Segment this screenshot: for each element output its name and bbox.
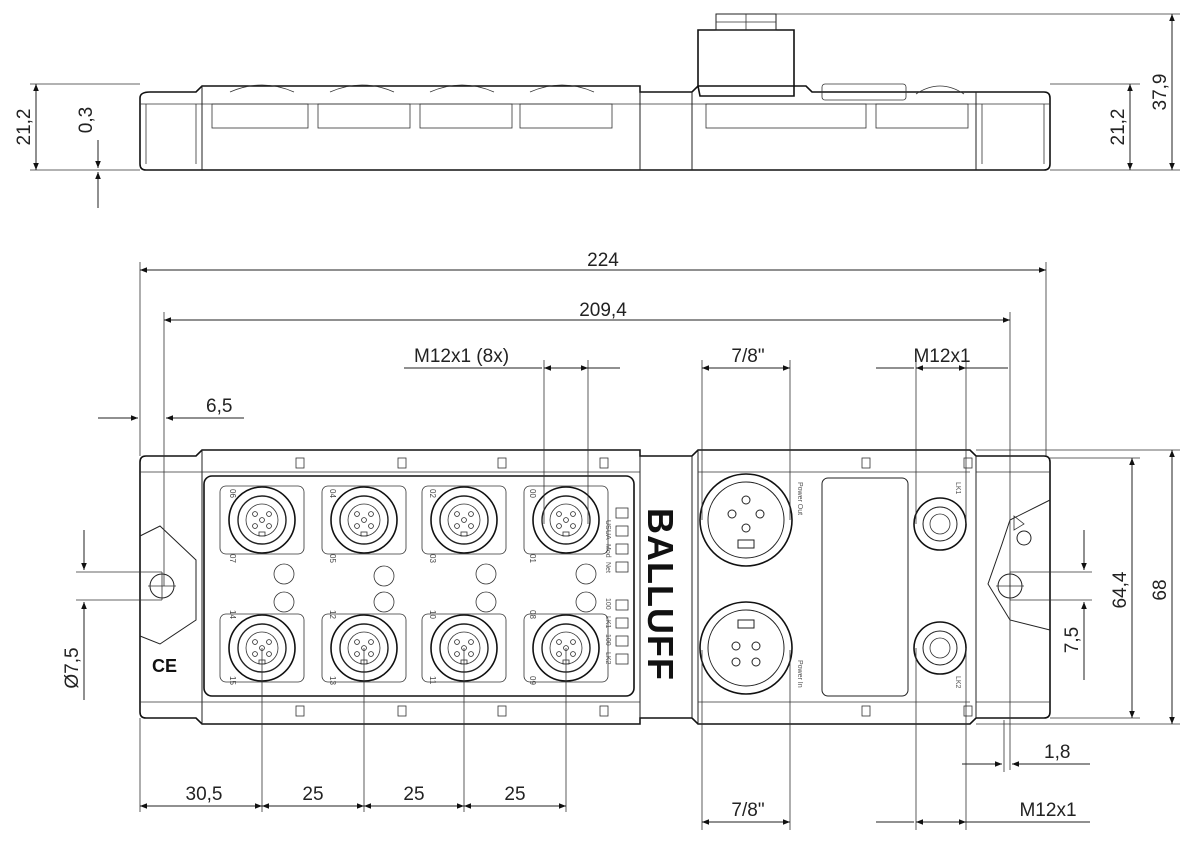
front-dimensions: 224 209,4 M12x1 (8x) 7/8" M12x1 6,5 bbox=[62, 250, 1180, 830]
m12-socket-04 bbox=[321, 485, 407, 555]
dim-side-offset: 0,3 bbox=[76, 107, 97, 133]
port-label-14: 14 bbox=[228, 610, 237, 619]
dim-side-height-right: 21,2 bbox=[1108, 109, 1129, 146]
dim-pitch-3: 25 bbox=[504, 784, 525, 805]
dim-m12-8x: M12x1 (8x) bbox=[414, 346, 509, 367]
led-label-4: 100 bbox=[604, 598, 611, 610]
dim-overall-height: 68 bbox=[1150, 579, 1171, 600]
dim-side-total-height: 37,9 bbox=[1150, 74, 1171, 111]
dim-overall-length: 224 bbox=[587, 250, 619, 271]
led-indicators bbox=[615, 507, 629, 665]
port-label-05: 05 bbox=[328, 554, 337, 563]
dim-power-out-size: 7/8" bbox=[731, 346, 764, 367]
power-in-label: Power In bbox=[796, 660, 803, 688]
port-label-06: 06 bbox=[228, 489, 237, 498]
dim-hole-offset: 7,5 bbox=[1062, 627, 1083, 653]
dim-hole-diameter: Ø7,5 bbox=[62, 647, 83, 688]
led-label-3: Net bbox=[604, 562, 611, 573]
m12-ports bbox=[219, 485, 609, 683]
dim-m12-top: M12x1 bbox=[913, 346, 970, 367]
dim-power-in-size: 7/8" bbox=[731, 800, 764, 821]
led-label-7: LK2 bbox=[604, 652, 611, 665]
dim-pitch-2: 25 bbox=[403, 784, 424, 805]
led-label-6: 100 bbox=[604, 634, 611, 646]
m12-socket-02 bbox=[421, 485, 507, 555]
lk1-label: LK1 bbox=[954, 482, 961, 495]
port-label-13: 13 bbox=[328, 676, 337, 685]
power-out-label: Power Out bbox=[796, 482, 803, 515]
side-dimensions: 21,2 0,3 21,2 37,9 bbox=[14, 13, 1180, 208]
led-label-5: LK1 bbox=[604, 616, 611, 629]
port-label-10: 10 bbox=[428, 610, 437, 619]
led-label-0: US bbox=[604, 520, 611, 530]
port-label-15: 15 bbox=[228, 676, 237, 685]
port-label-08: 08 bbox=[528, 610, 537, 619]
dim-edge-offset: 6,5 bbox=[206, 396, 232, 417]
port-labels: 06 07 04 05 02 03 00 01 14 15 12 13 10 1… bbox=[228, 489, 537, 685]
ce-mark: CE bbox=[152, 656, 177, 676]
side-view bbox=[139, 13, 1051, 171]
m12-socket-00 bbox=[523, 485, 609, 555]
port-label-07: 07 bbox=[228, 554, 237, 563]
rotate-arrow-icons bbox=[273, 563, 597, 613]
port-label-11: 11 bbox=[428, 676, 437, 685]
port-label-01: 01 bbox=[528, 554, 537, 563]
front-view: CE US UA Mod Net 100 LK1 100 LK2 BALLUFF bbox=[139, 449, 1051, 725]
dim-side-height-left: 21,2 bbox=[14, 109, 35, 146]
port-label-02: 02 bbox=[428, 489, 437, 498]
port-label-00: 00 bbox=[528, 489, 537, 498]
port-label-09: 09 bbox=[528, 676, 537, 685]
led-label-1: UA bbox=[604, 530, 611, 540]
dim-pitch-1: 25 bbox=[302, 784, 323, 805]
port-label-04: 04 bbox=[328, 489, 337, 498]
port-label-12: 12 bbox=[328, 610, 337, 619]
dim-flange-thickness: 1,8 bbox=[1044, 742, 1070, 763]
dim-inner-height: 64,4 bbox=[1110, 571, 1131, 608]
dim-hole-spacing: 209,4 bbox=[579, 300, 627, 321]
dim-first-port-offset: 30,5 bbox=[186, 784, 223, 805]
m12-socket-06 bbox=[219, 485, 305, 555]
brand-logo: BALLUFF bbox=[640, 508, 681, 681]
port-label-03: 03 bbox=[428, 554, 437, 563]
dim-m12-bottom: M12x1 bbox=[1019, 800, 1076, 821]
lk2-label: LK2 bbox=[954, 676, 961, 689]
